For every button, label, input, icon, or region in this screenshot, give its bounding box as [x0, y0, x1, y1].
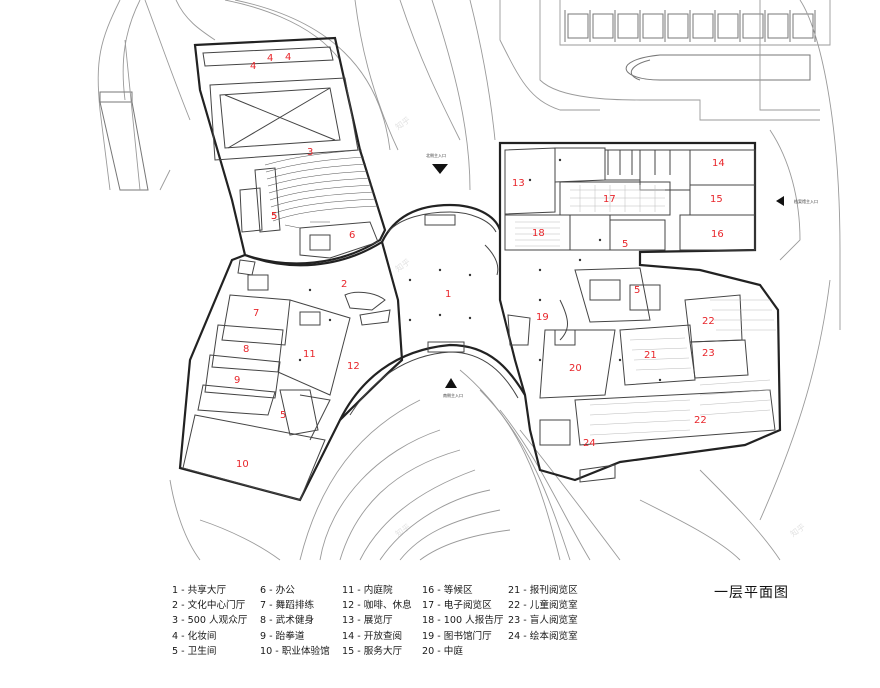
legend-item: 4 - 化妆间 [172, 630, 217, 642]
parking-lot [559, 0, 831, 81]
room-label: 5 [271, 211, 277, 222]
room-label: 4 [250, 61, 256, 72]
room-label: 5 [271, 211, 277, 222]
legend-item: 21 - 报刊阅览区 [508, 585, 578, 596]
legend: 1 - 共享大厅 2 - 文化中心门厅 3 - 500 人观众厅 4 - 化妆间… [172, 583, 672, 683]
legend-item: 5 - 卫生间 [172, 645, 217, 657]
legend-item: 1 - 共享大厅 [172, 585, 227, 596]
room-label: 8 [243, 344, 249, 355]
room-label: 15 [710, 194, 723, 205]
site-context [97, 0, 841, 561]
legend-item: 24 - 绘本阅览室 [508, 630, 578, 642]
room-numbers: 1 2 3 4 4 4 5 5 5 5 5 6 7 8 9 10 11 12 1… [234, 52, 725, 470]
room-label: 19 [536, 312, 549, 323]
room-label: 3 [307, 147, 313, 158]
legend-item: 3 - 500 人观众厅 [172, 615, 248, 627]
plan-title: 一层平面图 [714, 585, 789, 601]
legend-item: 6 - 办公 [260, 585, 295, 596]
legend-item: 18 - 100 人报告厅 [422, 615, 504, 627]
legend-item: 19 - 图书馆门厅 [422, 630, 492, 642]
room-label: 24 [583, 438, 596, 449]
legend-item: 15 - 服务大厅 [342, 645, 403, 657]
room-label: 9 [234, 375, 240, 386]
legend-item: 7 - 舞蹈排练 [260, 600, 315, 612]
right-wing-walls [498, 141, 782, 483]
legend-item: 10 - 职业体验馆 [260, 645, 330, 657]
legend-column-3: 11 - 内庭院 12 - 咖啡、休息 13 - 展览厅 14 - 开放查阅 1… [342, 583, 412, 659]
room-label: 11 [303, 349, 316, 360]
east-entrance-label: 档案馆主入口 [794, 198, 818, 204]
south-entrance-label: 南侧主入口 [443, 392, 463, 398]
room-label: 17 [603, 194, 616, 205]
legend-item: 8 - 武术健身 [260, 615, 315, 627]
room-label: 2 [341, 279, 347, 290]
room-label: 22 [702, 316, 715, 327]
legend-column-2: 6 - 办公 7 - 舞蹈排练 8 - 武术健身 9 - 跆拳道 10 - 职业… [260, 583, 330, 659]
room-label: 1 [445, 289, 451, 300]
left-wing-walls [178, 36, 404, 502]
room-label: 20 [569, 363, 582, 374]
room-label: 23 [702, 348, 715, 359]
room-label: 5 [622, 239, 628, 250]
room-label: 13 [512, 178, 525, 189]
legend-item: 13 - 展览厅 [342, 615, 393, 627]
legend-item: 9 - 跆拳道 [260, 630, 305, 642]
legend-item: 22 - 儿童阅览室 [508, 600, 578, 612]
room-label: 7 [253, 308, 259, 319]
legend-item: 17 - 电子阅览区 [422, 600, 492, 612]
legend-item: 16 - 等候区 [422, 585, 473, 596]
legend-item: 2 - 文化中心门厅 [172, 600, 246, 612]
east-entrance-arrow-icon [776, 196, 784, 206]
legend-item: 14 - 开放查阅 [342, 630, 403, 642]
room-label: 16 [711, 229, 724, 240]
legend-column-5: 21 - 报刊阅览区 22 - 儿童阅览室 23 - 盲人阅览室 24 - 绘本… [508, 583, 578, 644]
south-entrance-arrow-icon [445, 378, 457, 388]
room-label: 22 [694, 415, 707, 426]
room-label: 10 [236, 459, 249, 470]
legend-column-4: 16 - 等候区 17 - 电子阅览区 18 - 100 人报告厅 19 - 图… [422, 583, 504, 659]
legend-item: 11 - 内庭院 [342, 585, 393, 596]
legend-column-1: 1 - 共享大厅 2 - 文化中心门厅 3 - 500 人观众厅 4 - 化妆间… [172, 583, 247, 659]
legend-item: 20 - 中庭 [422, 645, 463, 657]
structural-columns [298, 158, 662, 382]
room-label: 6 [349, 230, 355, 241]
room-label: 21 [644, 350, 657, 361]
north-entrance-label: 北侧主入口 [426, 152, 446, 158]
room-label: 14 [712, 158, 725, 169]
auditorium-seating [264, 149, 379, 229]
north-entrance-arrow-icon [432, 164, 448, 174]
legend-item: 23 - 盲人阅览室 [508, 615, 578, 627]
room-label: 5 [280, 410, 286, 421]
room-label: 4 [267, 53, 273, 64]
room-label: 4 [285, 52, 291, 63]
room-label: 12 [347, 361, 360, 372]
legend-item: 12 - 咖啡、休息 [342, 600, 412, 612]
room-label: 5 [634, 285, 640, 296]
room-label: 18 [532, 228, 545, 239]
entrance-markers: 北侧主入口 南侧主入口 档案馆主入口 [426, 152, 818, 398]
central-hall [339, 203, 526, 421]
